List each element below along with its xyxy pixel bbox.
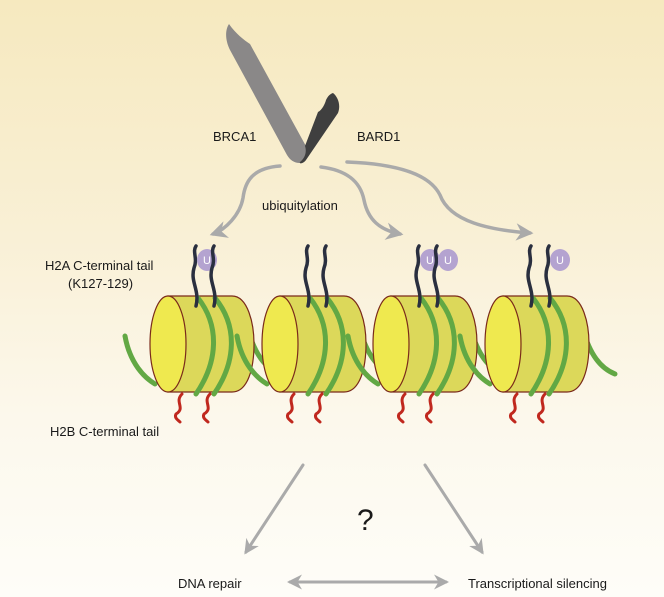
linker-dna — [345, 333, 381, 387]
ubiquitin-label: U — [203, 255, 211, 267]
dna-wrap — [546, 295, 569, 397]
h2a-c-terminal-tail — [209, 244, 217, 308]
outcome-transcriptional-silencing: Transcriptional silencing — [468, 576, 607, 591]
h2a-c-terminal-tail — [526, 244, 534, 308]
histone-octamer-face — [484, 295, 522, 393]
histone-octamer-body — [390, 295, 478, 393]
nucleosome — [234, 244, 395, 424]
ubiquitin-label: U — [426, 255, 434, 267]
ubiquitin-icon — [550, 249, 570, 271]
h2a-c-terminal-tail — [303, 244, 311, 308]
arrow-to-nucleosome-3 — [319, 165, 404, 240]
dna-wrap — [211, 295, 234, 397]
h2a-c-terminal-tail — [432, 244, 440, 308]
arrow-to-nucleosome-1 — [209, 164, 282, 238]
brca1-bard1-complex: BRCA1 BARD1 — [213, 24, 400, 164]
ubiquitin: U — [550, 249, 570, 271]
h2a-c-terminal-tail — [191, 244, 199, 308]
arrow-to-silencing — [423, 463, 484, 555]
ubiquitin-label: U — [444, 255, 452, 267]
dna-wrap — [416, 295, 439, 397]
dna-wrap — [193, 295, 216, 397]
nucleosome: U — [122, 244, 283, 424]
histone-octamer-face — [149, 295, 187, 393]
dna-wrap — [528, 295, 551, 397]
h2b-c-terminal-tail — [202, 392, 212, 424]
outcome-arrows — [244, 463, 484, 590]
h2b-tail-label: H2B C-terminal tail — [50, 424, 159, 439]
linker-dna — [457, 333, 493, 387]
histone-octamer-body — [502, 295, 590, 393]
h2b-c-terminal-tail — [509, 392, 519, 424]
h2a-residues-label: (K127-129) — [68, 276, 133, 291]
outcome-dna-repair: DNA repair — [178, 576, 242, 591]
h2a-c-terminal-tail — [414, 244, 422, 308]
h2b-c-terminal-tail — [286, 392, 296, 424]
histone-octamer-body — [279, 295, 367, 393]
brca1-label: BRCA1 — [213, 129, 256, 144]
ubiquitylation-arrows — [209, 160, 534, 241]
dna-wrap — [323, 295, 346, 397]
histone-octamer-face — [372, 295, 410, 393]
bard1-label: BARD1 — [357, 129, 400, 144]
question-mark: ? — [357, 504, 374, 537]
arrow-to-dna-repair — [244, 463, 305, 555]
ubiquitin-icon — [438, 249, 458, 271]
nucleosome: U — [457, 244, 618, 424]
histone-octamer-face — [261, 295, 299, 393]
h2a-c-terminal-tail — [544, 244, 552, 308]
histone-octamer-body — [167, 295, 255, 393]
ubiquitin-label: U — [556, 255, 564, 267]
ubiquitin: U — [438, 249, 458, 271]
h2a-c-terminal-tail — [321, 244, 329, 308]
h2b-c-terminal-tail — [397, 392, 407, 424]
ubiquitylation-label: ubiquitylation — [262, 198, 338, 213]
h2a-tail-label: H2A C-terminal tail — [45, 258, 153, 273]
brca1-shape — [226, 24, 308, 163]
h2b-c-terminal-tail — [174, 392, 184, 424]
arrow-to-nucleosome-4 — [345, 160, 534, 241]
h2b-c-terminal-tail — [537, 392, 547, 424]
linker-dna — [234, 333, 270, 387]
h2b-c-terminal-tail — [314, 392, 324, 424]
dna-wrap — [434, 295, 457, 397]
dna-wrap — [305, 295, 328, 397]
h2b-c-terminal-tail — [425, 392, 435, 424]
linker-dna — [122, 333, 158, 387]
bard1-shape — [299, 93, 340, 164]
